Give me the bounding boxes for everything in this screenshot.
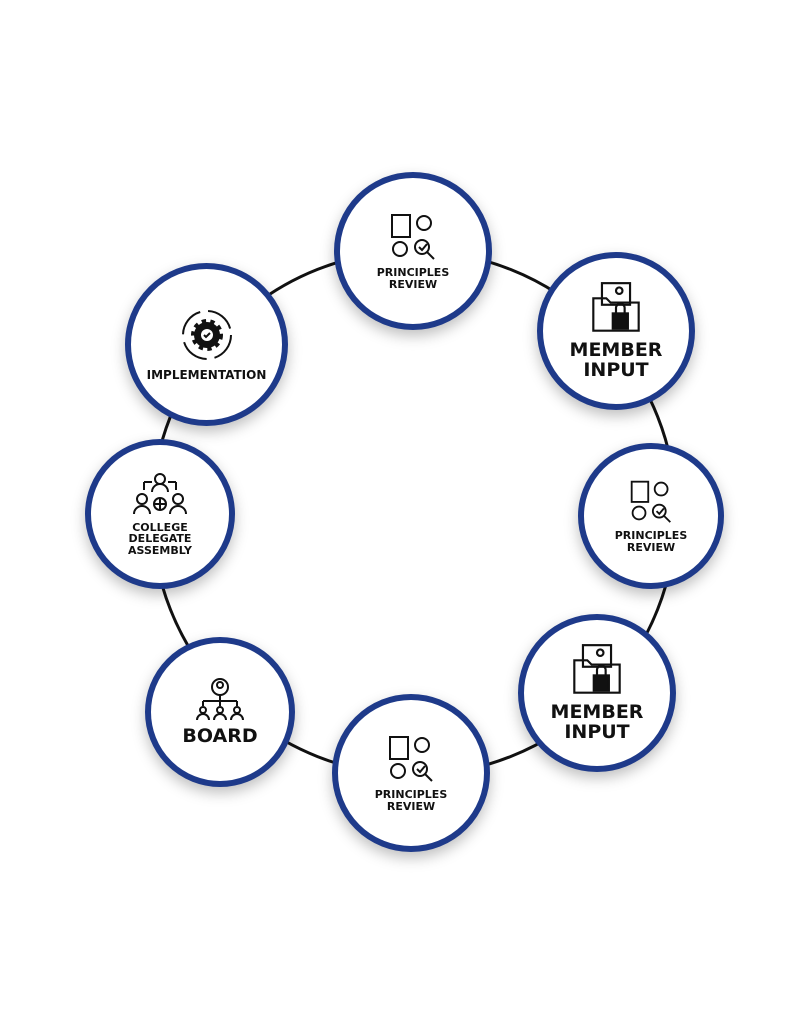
- principles-review-icon: [630, 481, 671, 524]
- delegates-globe-icon: [133, 472, 187, 514]
- node-member-input-1: MEMBER INPUT: [537, 252, 695, 410]
- node-board: BOARD: [145, 637, 295, 787]
- folder-lock-icon: [592, 282, 640, 332]
- node-label: PRINCIPLES REVIEW: [376, 266, 450, 291]
- node-member-input-2: MEMBER INPUT: [518, 614, 676, 772]
- node-label: PRINCIPLES REVIEW: [614, 529, 688, 554]
- node-label: BOARD: [182, 725, 258, 748]
- node-principles-review-1: PRINCIPLES REVIEW: [334, 172, 492, 330]
- node-label: MEMBER INPUT: [569, 339, 663, 381]
- node-label: IMPLEMENTATION: [146, 368, 267, 383]
- gear-cycle-icon: [181, 310, 232, 361]
- principles-review-icon: [391, 214, 435, 261]
- node-label: PRINCIPLES REVIEW: [374, 788, 448, 813]
- node-college-delegate-assembly: COLLEGE DELEGATE ASSEMBLY: [85, 439, 235, 589]
- folder-lock-icon: [573, 644, 621, 694]
- node-implementation: IMPLEMENTATION: [125, 263, 288, 426]
- node-principles-review-2: PRINCIPLES REVIEW: [578, 443, 724, 589]
- org-chart-icon: [196, 678, 244, 721]
- node-principles-review-3: PRINCIPLES REVIEW: [332, 694, 490, 852]
- node-label: MEMBER INPUT: [550, 701, 644, 743]
- principles-review-icon: [389, 736, 433, 783]
- node-label: COLLEGE DELEGATE ASSEMBLY: [128, 520, 192, 557]
